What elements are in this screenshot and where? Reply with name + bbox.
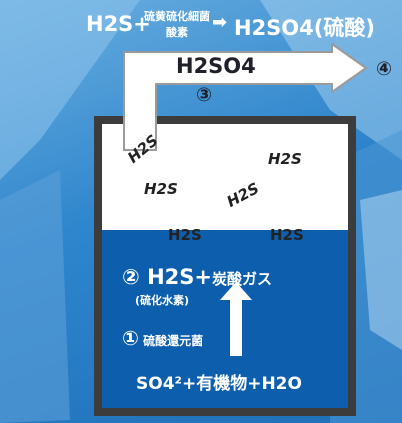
carbon-gas-label: 炭酸ガス <box>212 270 273 288</box>
reaction-step-2: ② H2S+炭酸ガス <box>122 265 272 289</box>
eq-bacteria: 硫黄硫化細菌 <box>144 10 210 23</box>
gas-label-h2s: H2S <box>144 180 178 198</box>
reaction-step-1: ① 硫酸還元菌 <box>122 326 203 350</box>
bacteria-label: 硫酸還元菌 <box>143 334 204 348</box>
gas-label-h2s: H2S <box>168 226 202 244</box>
step-2-number: ② <box>122 265 140 289</box>
eq-reactant: H2S+ <box>86 12 151 36</box>
eq-product: H2SO4(硫酸) <box>234 16 375 40</box>
bottom-equation: SO4²+有機物+H2O <box>136 374 302 394</box>
eq-arrow-icon: ➡ <box>212 12 228 33</box>
eq-oxygen: 酸素 <box>166 26 188 39</box>
step-1-number: ① <box>122 326 139 350</box>
reaction-h2s: H2S+ <box>147 265 213 289</box>
tank-liquid <box>102 230 348 408</box>
top-equation: H2S+ 硫黄硫化細菌 酸素 ➡ H2SO4(硫酸) <box>86 6 402 46</box>
flow-arrow <box>123 42 368 151</box>
step-3-number: ③ <box>196 84 213 106</box>
arrow-label: H2SO4 <box>176 54 256 78</box>
gas-label-h2s: H2S <box>268 150 302 168</box>
step-4-number: ④ <box>376 58 393 80</box>
gas-label-h2s: H2S <box>270 226 304 244</box>
sulfide-note: (硫化水素) <box>135 294 190 307</box>
up-arrow-icon <box>220 282 252 356</box>
tank-air-space-lower <box>102 196 348 230</box>
